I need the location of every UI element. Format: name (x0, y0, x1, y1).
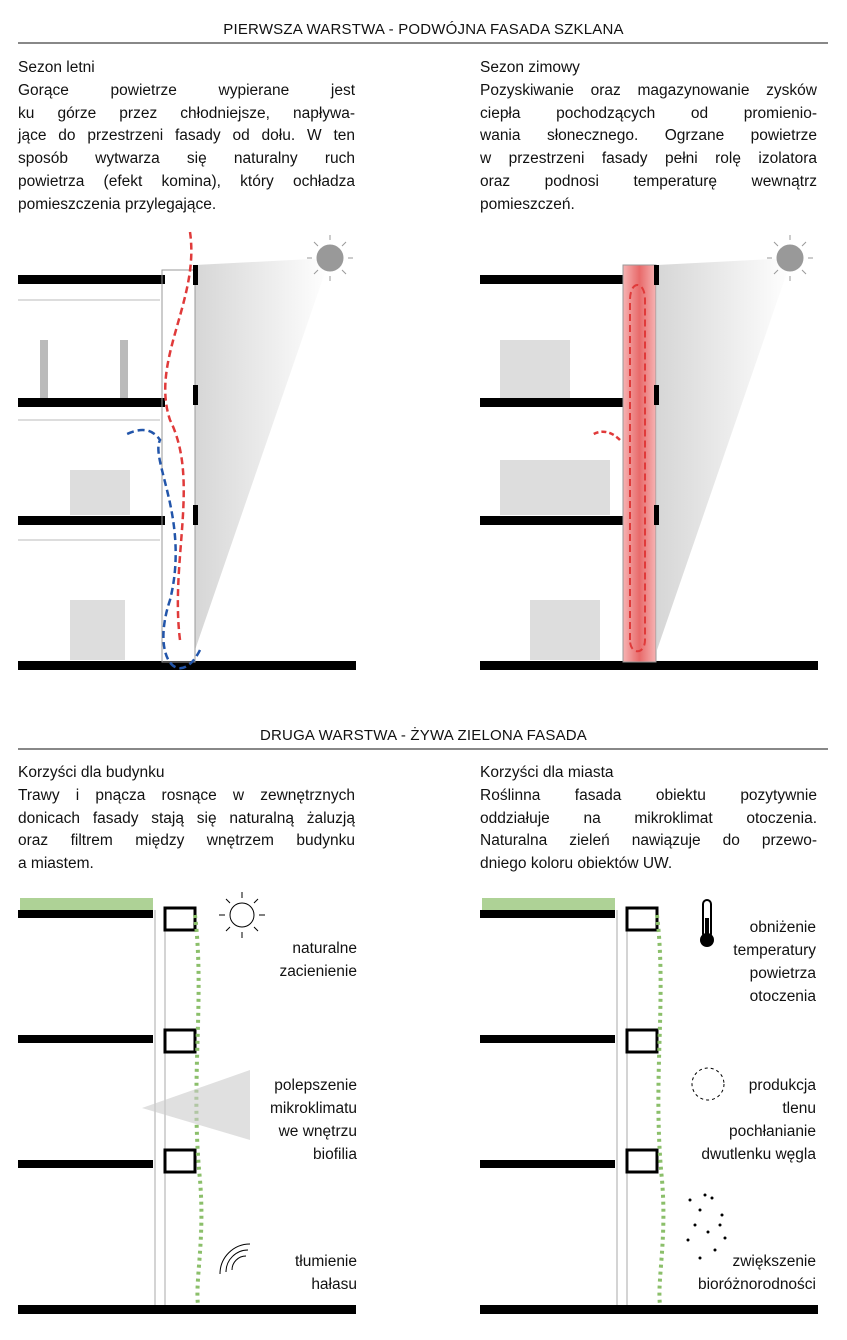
sound-waves-icon (219, 1243, 251, 1275)
hot-air-arrow (164, 231, 193, 641)
summer-diagram (18, 231, 356, 670)
label-temperature: obniżenie temperatury powietrza otoczeni… (733, 916, 816, 1008)
text-line: oddziałuje na mikroklimat otoczenia. (480, 809, 817, 827)
warm-air-arrow (591, 430, 621, 441)
summer-text: Sezon letni Gorące powietrze wypierane j… (18, 57, 355, 216)
slab (18, 275, 165, 284)
sun-outline-icon (219, 892, 265, 938)
text-line: wania słonecznego. Ogrzane powietrze (480, 127, 817, 145)
label-line: naturalne (292, 940, 357, 957)
label-oxygen: produkcja tlenu pochłanianie dwutlenku w… (701, 1074, 816, 1166)
city-heading: Korzyści dla miasta (480, 764, 614, 781)
text-line: oraz filtrem między wnętrzem budynku (18, 832, 355, 850)
airflow-cone (142, 1070, 250, 1140)
text-line: sposób wytwarza się naturalny ruch (18, 150, 355, 168)
cycle-arrows-icon (691, 1067, 725, 1101)
text-line: w przestrzeni fasady pełni rolę izolator… (480, 150, 817, 168)
green-facade-diagrams (18, 892, 818, 1314)
city-benefits-text: Korzyści dla miasta Roślinna fasada obie… (480, 762, 817, 876)
double-facade-diagrams (18, 231, 818, 670)
ground-slab (480, 661, 818, 670)
green-building-diagram (18, 892, 356, 1314)
facade-cavity (161, 269, 196, 663)
label-microclimate: polepszenie mikroklimatu we wnętrzu biof… (270, 1074, 357, 1166)
text-line: pomieszczenia przylegające. (18, 195, 217, 213)
label-line: zacienienie (279, 963, 357, 980)
slab (480, 398, 625, 407)
text-line: donicach fasady stają się naturalną żalu… (18, 809, 355, 827)
slab (18, 516, 165, 525)
label-line: pochłanianie (728, 1123, 816, 1140)
label-line: tlenu (782, 1100, 816, 1117)
label-line: zwiększenie (732, 1253, 816, 1270)
text-line: oraz podnosi temperaturę wewnątrz (480, 172, 817, 190)
thermometer-icon (700, 899, 714, 947)
text-line: Pozyskiwanie oraz magazynowanie zysków (480, 82, 817, 99)
label-line: we wnętrzu (278, 1123, 357, 1140)
label-line: mikroklimatu (270, 1100, 357, 1117)
label-line: tłumienie (294, 1253, 357, 1270)
biodiversity-dots-icon (686, 1193, 727, 1260)
sun-icon (767, 235, 813, 281)
text-line: ciepła pochodzących od promienio- (480, 104, 817, 122)
winter-text: Sezon zimowy Pozyskiwanie oraz magazynow… (480, 57, 817, 216)
text-line: jące do przestrzeni fasady od dołu. W te… (18, 127, 355, 145)
label-line: powietrza (749, 965, 816, 982)
people-silhouettes (40, 340, 130, 660)
people-silhouettes (500, 340, 610, 660)
label-noise: tłumienie hałasu (295, 1250, 357, 1296)
label-line: hałasu (311, 1276, 357, 1293)
summer-heading: Sezon letni (18, 59, 95, 76)
section2-rule (18, 748, 828, 750)
label-line: dwutlenku węgla (701, 1146, 816, 1163)
cold-air-arrow (124, 428, 202, 670)
green-city-diagram (480, 898, 818, 1314)
section2-title: DRUGA WARSTWA - ŻYWA ZIELONA FASADA (259, 727, 588, 744)
sun-beam (657, 258, 792, 650)
label-line: polepszenie (274, 1077, 357, 1094)
label-natural-shading: naturalne zacienienie (279, 937, 357, 983)
text-line: a miastem. (18, 855, 94, 873)
winter-diagram (480, 235, 818, 670)
text-line: pomieszczeń. (480, 195, 575, 213)
text-line: Gorące powietrze wypierane jest (18, 82, 355, 99)
slab (480, 275, 625, 284)
building-benefits-text: Korzyści dla budynku Trawy i pnącza rosn… (18, 762, 355, 876)
heated-cavity (622, 264, 657, 663)
slab (480, 516, 625, 525)
text-line: ku górze przez chłodniejsze, napływa- (18, 104, 355, 122)
text-line: Trawy i pnącza rosnące w zewnętrznych (18, 787, 355, 804)
label-biodiversity: zwiększenie bioróżnorodności (698, 1250, 816, 1296)
winter-heading: Sezon zimowy (480, 59, 580, 76)
section1-rule (18, 42, 828, 44)
label-line: temperatury (733, 942, 816, 959)
section1-title: PIERWSZA WARSTWA - PODWÓJNA FASADA SZKLA… (223, 21, 624, 38)
building-heading: Korzyści dla budynku (18, 764, 165, 781)
label-line: obniżenie (749, 919, 816, 936)
ground-slab (18, 661, 356, 670)
text-line: Roślinna fasada obiektu pozytywnie (480, 787, 817, 804)
sun-icon (307, 235, 353, 281)
label-line: biofilia (313, 1146, 357, 1163)
label-line: produkcja (748, 1077, 816, 1094)
text-line: powietrza (efekt komina), który ochładza (18, 172, 355, 190)
label-line: otoczenia (749, 988, 816, 1005)
text-line: Naturalna zieleń nawiązuje do przewo- (480, 832, 817, 850)
heat-circulation-arrow (629, 284, 646, 653)
text-line: dniego koloru obiektów UW. (480, 855, 673, 873)
slab (18, 398, 165, 407)
label-line: bioróżnorodności (697, 1276, 816, 1293)
sun-beam (195, 258, 330, 650)
